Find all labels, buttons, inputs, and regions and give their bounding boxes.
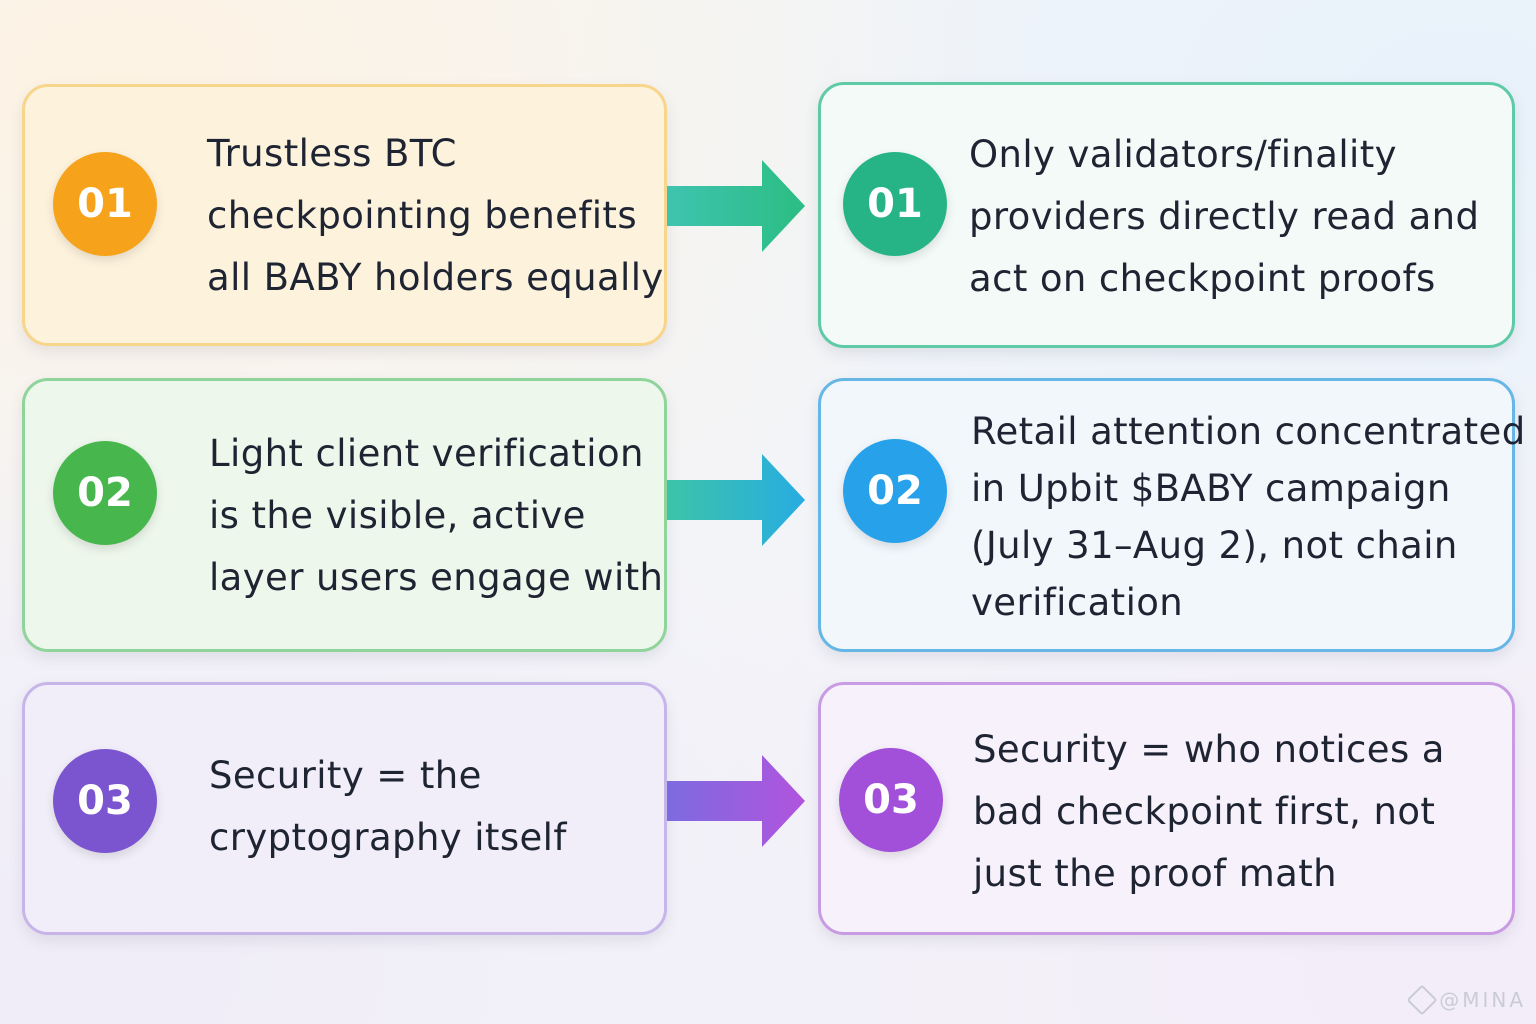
number-badge: 03 bbox=[839, 748, 943, 852]
text-line: all BABY holders equally bbox=[207, 256, 664, 299]
text-line: just the proof math bbox=[973, 852, 1337, 895]
arrow-right-icon bbox=[667, 755, 805, 847]
card-text: Only validators/finality providers direc… bbox=[969, 122, 1499, 312]
text-line: (July 31–Aug 2), not chain bbox=[971, 524, 1458, 567]
left-card-03: 03 Security = the cryptography itself bbox=[22, 682, 667, 935]
card-text: Security = who notices a bad checkpoint … bbox=[973, 717, 1503, 907]
watermark: @MINA bbox=[1406, 984, 1526, 1016]
text-line: is the visible, active bbox=[209, 494, 586, 537]
left-card-01: 01 Trustless BTC checkpointing benefits … bbox=[22, 84, 667, 346]
text-line: checkpointing benefits bbox=[207, 194, 638, 237]
text-line: layer users engage with bbox=[209, 556, 664, 599]
text-line: act on checkpoint proofs bbox=[969, 257, 1436, 300]
arrow-right-icon bbox=[667, 160, 805, 252]
left-card-02: 02 Light client verification is the visi… bbox=[22, 378, 667, 652]
logo-icon bbox=[1406, 984, 1438, 1016]
right-card-03: 03 Security = who notices a bad checkpoi… bbox=[818, 682, 1515, 935]
text-line: Light client verification bbox=[209, 432, 644, 475]
right-card-02: 02 Retail attention concentrated in Upbi… bbox=[818, 378, 1526, 652]
number-badge: 02 bbox=[53, 441, 157, 545]
text-line: bad checkpoint first, not bbox=[973, 790, 1436, 833]
text-line: providers directly read and bbox=[969, 195, 1480, 238]
card-text: Retail attention concentrated in Upbit $… bbox=[971, 403, 1526, 631]
right-card-01: 01 Only validators/finality providers di… bbox=[818, 82, 1515, 348]
card-text: Light client verification is the visible… bbox=[209, 421, 664, 611]
text-line: cryptography itself bbox=[209, 816, 567, 859]
text-line: Security = the bbox=[209, 754, 482, 797]
text-line: Security = who notices a bbox=[973, 728, 1445, 771]
number-badge: 02 bbox=[843, 439, 947, 543]
number-badge: 01 bbox=[843, 152, 947, 256]
text-line: verification bbox=[971, 581, 1184, 624]
card-text: Security = the cryptography itself bbox=[209, 743, 664, 871]
text-line: Only validators/finality bbox=[969, 133, 1397, 176]
card-text: Trustless BTC checkpointing benefits all… bbox=[207, 121, 664, 311]
text-line: in Upbit $BABY campaign bbox=[971, 467, 1451, 510]
watermark-text: @MINA bbox=[1439, 988, 1526, 1012]
arrow-right-icon bbox=[667, 454, 805, 546]
number-badge: 01 bbox=[53, 152, 157, 256]
text-line: Retail attention concentrated bbox=[971, 410, 1526, 453]
number-badge: 03 bbox=[53, 749, 157, 853]
text-line: Trustless BTC bbox=[207, 132, 457, 175]
